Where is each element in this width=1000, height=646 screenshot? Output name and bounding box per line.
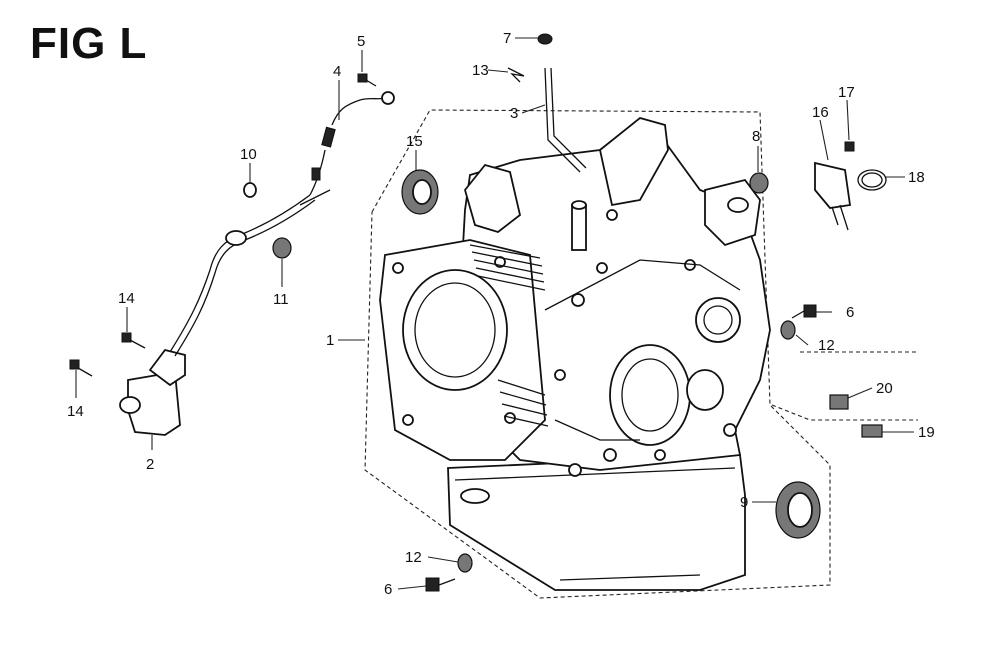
callout-6-upper: 6: [846, 304, 854, 321]
crankcase-drawing: [379, 117, 771, 591]
callout-7: 7: [503, 30, 511, 47]
callout-16: 16: [812, 104, 829, 121]
leader-lines: [75, 37, 914, 590]
callout-14-lower: 14: [67, 403, 84, 420]
callout-5: 5: [357, 33, 365, 50]
callout-15: 15: [406, 133, 423, 150]
callout-20: 20: [876, 380, 893, 397]
callout-4: 4: [333, 63, 341, 80]
callout-14-upper: 14: [118, 290, 135, 307]
callout-19: 19: [918, 424, 935, 441]
callout-11: 11: [273, 291, 289, 308]
callout-2: 2: [146, 456, 154, 473]
callout-10: 10: [240, 146, 257, 163]
callout-12-upper: 12: [818, 337, 835, 354]
group-outline: [364, 109, 918, 599]
callout-18: 18: [908, 169, 925, 186]
callout-13: 13: [472, 62, 489, 79]
callout-3: 3: [510, 105, 518, 122]
callout-12-lower: 12: [405, 549, 422, 566]
small-parts-drawing: [69, 33, 887, 592]
callout-1: 1: [326, 332, 334, 349]
callout-labels: 1 2 3 4 5 6 6 7 8 9 10 11 12 12 13 14 14…: [67, 30, 935, 598]
callout-6-lower: 6: [384, 581, 392, 598]
figure-title: FIG L: [30, 19, 148, 68]
callout-8: 8: [752, 128, 760, 145]
callout-9: 9: [740, 494, 748, 511]
oil-alert-unit-drawing: [119, 91, 395, 436]
callout-17: 17: [838, 84, 855, 101]
